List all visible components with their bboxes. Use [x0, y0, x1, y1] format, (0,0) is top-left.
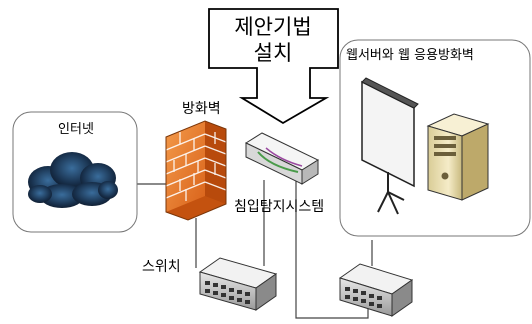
- brick-firewall-icon: [165, 120, 227, 221]
- firewall-node: 방화벽: [165, 101, 227, 221]
- network-switch-icon: [338, 263, 414, 317]
- switch-label: 스위치: [142, 259, 181, 275]
- internet-group-label: 인터넷: [58, 122, 94, 137]
- switch-node-1: 스위치: [142, 257, 278, 311]
- firewall-label: 방화벽: [182, 101, 221, 117]
- web-zone-label: 웹서버와 웹 응용방화벽: [346, 48, 474, 63]
- server-tower-icon: [426, 113, 490, 201]
- network-appliance-icon: [244, 132, 320, 185]
- internet-group: 인터넷: [12, 111, 138, 233]
- ids-label: 침입탐지시스템: [234, 199, 324, 215]
- switch-node-2: [338, 263, 414, 317]
- network-switch-icon: [198, 257, 278, 311]
- callout-text-line2: 설치: [254, 41, 293, 65]
- callout-shape: [208, 8, 339, 125]
- cloud-icon: [28, 152, 118, 208]
- callout-text-line1: 제안기법: [234, 15, 311, 39]
- projector-screen-icon: [361, 77, 419, 215]
- web-zone-group: 웹서버와 웹 응용방화벽: [339, 39, 531, 237]
- callout-arrow: 제안기법 설치: [208, 8, 339, 125]
- ids-node: 침입탐지시스템: [234, 132, 324, 215]
